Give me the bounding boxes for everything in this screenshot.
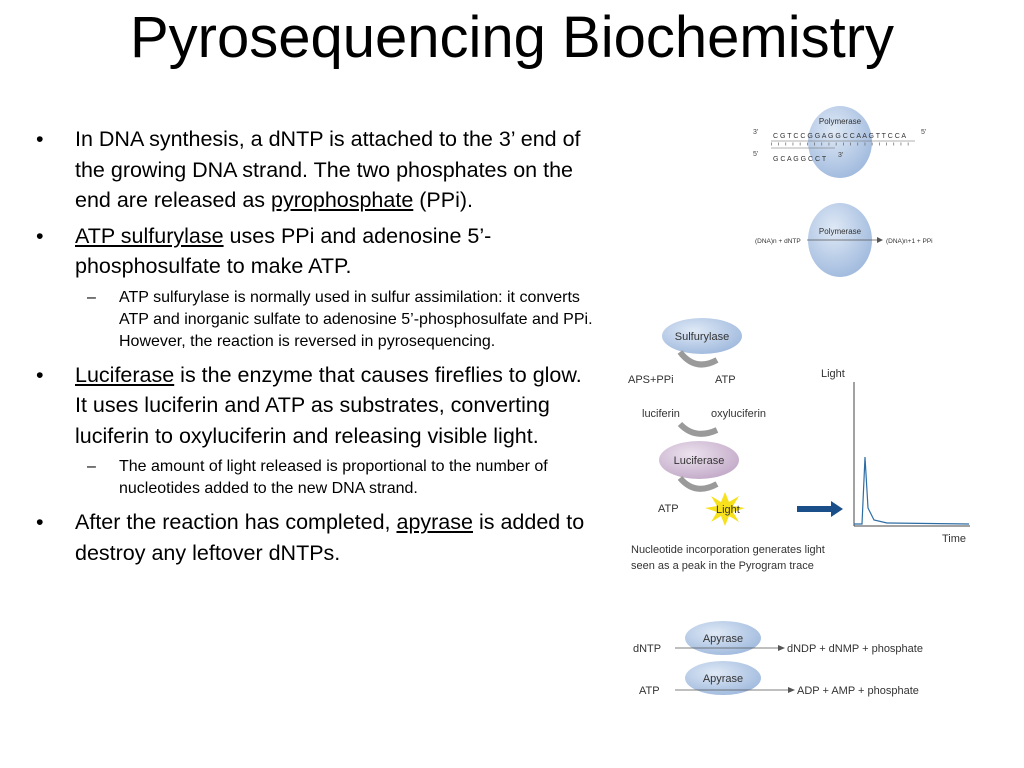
sub-bullet-dash: –	[87, 288, 96, 306]
polymerase-figure: Polymerase 3’ C G T C C G G A G G C C A …	[753, 106, 933, 277]
polymerase-label: Polymerase	[819, 117, 862, 126]
bullet-item: • In DNA synthesis, a dNTP is attached to…	[36, 124, 596, 216]
apyrase-blob-1	[685, 621, 761, 655]
polymerase-blob	[808, 106, 872, 178]
bullet-dot: •	[36, 127, 44, 151]
bullet-text: In DNA synthesis, a dNTP is attached to …	[75, 127, 581, 212]
top-strand: C G T C C G G A G G C C A A G T T C C A	[773, 133, 906, 140]
apyrase-arrowhead-1	[778, 645, 785, 651]
pyrogram-peak	[854, 456, 970, 525]
atp-bottom-label: ATP	[658, 503, 679, 515]
bullet-text-end: is added to destroy any leftover dNTPs.	[75, 510, 585, 565]
reaction-left: (DNA)n + dNTP	[755, 238, 801, 245]
dntp-label: dNTP	[633, 643, 661, 655]
oxyluciferin-label: oxyluciferin	[711, 408, 766, 420]
sulfurylase-arrow	[677, 350, 719, 368]
apyrase-label-2: Apyrase	[703, 673, 743, 685]
apyrase-link[interactable]: apyrase	[396, 510, 473, 534]
strand-3-label: 3’	[753, 129, 759, 136]
right-arrow-icon	[797, 501, 843, 517]
sulfurylase-blob	[662, 318, 742, 354]
bullet-dot: •	[36, 223, 44, 248]
bullet-item: • After the reaction has completed, apyra…	[36, 507, 596, 568]
apyrase-label-1: Apyrase	[703, 633, 743, 645]
atp-top-label: ATP	[715, 374, 736, 386]
bullet-text: is the enzyme that causes fireflies to g…	[75, 362, 582, 448]
atp-sulfurylase-link[interactable]: ATP sulfurylase	[75, 223, 224, 248]
bullet-dot: •	[36, 362, 44, 387]
atp-label: ATP	[639, 685, 660, 697]
luciferase-label: Luciferase	[674, 455, 725, 467]
bullet-item: • Luciferase is the enzyme that causes fi…	[36, 360, 596, 452]
luciferin-label: luciferin	[642, 408, 680, 420]
page-title: Pyrosequencing Biochemistry	[129, 5, 895, 70]
sub-bullet-item: – ATP sulfurylase is normally used in sul…	[36, 287, 596, 353]
reaction-arrowhead	[877, 237, 883, 243]
luciferase-arrow	[677, 421, 719, 437]
sub-bullet-text: ATP sulfurylase is normally used in sulf…	[119, 288, 593, 350]
apyrase-blob-2	[685, 661, 761, 695]
dntp-products: dNDP + dNMP + phosphate	[787, 643, 923, 655]
polymerase-label-2: Polymerase	[819, 227, 862, 236]
bullet-item: • ATP sulfurylase uses PPi and adenosine …	[36, 221, 596, 282]
luciferase-link[interactable]: Luciferase	[75, 362, 175, 387]
light-reaction-figure: Sulfurylase APS+PPi ATP luciferin oxyluc…	[628, 318, 970, 572]
bottom-strand: G C A G G C C T	[773, 156, 827, 163]
atp-products: ADP + AMP + phosphate	[797, 685, 919, 697]
strand-5-bottom-label: 5’	[753, 151, 759, 158]
caption-line-2: seen as a peak in the Pyrogram trace	[631, 560, 814, 572]
sub-bullet-text: The amount of light released is proporti…	[119, 458, 548, 497]
light-burst-icon	[705, 492, 745, 526]
bullet-text: After the reaction has completed,	[75, 510, 397, 534]
apyrase-figure: Apyrase dNTP dNDP + dNMP + phosphate Apy…	[633, 621, 923, 697]
time-axis-label: Time	[942, 533, 966, 545]
strand-5-label: 5’	[921, 129, 927, 136]
luciferase-blob	[659, 441, 739, 479]
light-axis-label: Light	[821, 368, 845, 380]
light-burst-label: Light	[716, 504, 740, 516]
bullet-text-end: (PPi).	[413, 188, 474, 212]
bullet-text: uses PPi and adenosine 5’-phosphosulfate…	[75, 223, 492, 279]
caption-line-1: Nucleotide incorporation generates light	[631, 544, 825, 556]
sub-bullet-dash: –	[87, 458, 96, 475]
sub-bullet-item: – The amount of light released is proport…	[36, 456, 596, 500]
luciferase-arrow-2	[677, 475, 719, 492]
sulfurylase-label: Sulfurylase	[675, 331, 729, 343]
aps-ppi-label: APS+PPi	[628, 374, 674, 386]
apyrase-arrowhead-2	[788, 687, 795, 693]
bullet-dot: •	[36, 510, 44, 534]
strand-3-bottom-label: 3’	[838, 152, 844, 159]
bullet-list: • In DNA synthesis, a dNTP is attached to…	[36, 124, 596, 573]
pyrophosphate-link[interactable]: pyrophosphate	[271, 188, 414, 212]
reaction-right: (DNA)n+1 + PPi	[886, 238, 933, 245]
